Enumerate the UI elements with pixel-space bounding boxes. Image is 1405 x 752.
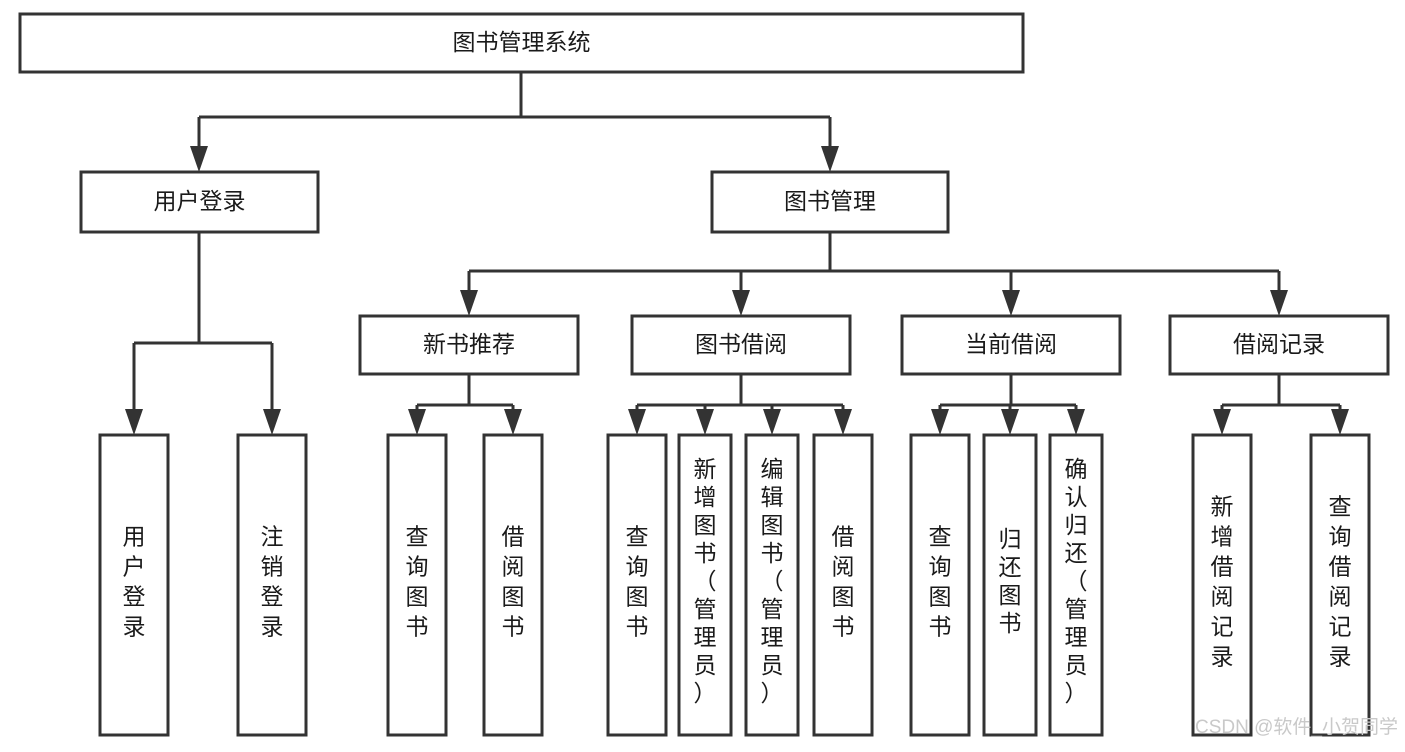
node-label: 查询图书 (406, 524, 429, 640)
arrow-head-icon (1213, 409, 1231, 435)
node-box[interactable] (900, 314, 1122, 376)
node-label: 用户登录 (154, 188, 246, 214)
node-leaf-query-book-current[interactable]: 查询图书 (909, 433, 971, 737)
node-book-borrow[interactable]: 图书借阅 (630, 314, 852, 376)
node-box[interactable] (909, 433, 971, 737)
node-label: 新增借阅记录 (1211, 494, 1234, 670)
node-label: 新书推荐 (423, 331, 515, 357)
node-leaf-user-login[interactable]: 用户登录 (98, 433, 170, 737)
node-leaf-borrow-book-recommend[interactable]: 借阅图书 (482, 433, 544, 737)
node-box[interactable] (630, 314, 852, 376)
node-label: 注销登录 (261, 524, 284, 640)
node-label: 用户登录 (123, 524, 146, 640)
node-box[interactable] (1048, 433, 1104, 737)
node-leaf-query-book-borrow[interactable]: 查询图书 (606, 433, 668, 737)
node-borrow-record[interactable]: 借阅记录 (1168, 314, 1390, 376)
node-label: 当前借阅 (965, 331, 1057, 357)
node-box[interactable] (1309, 433, 1371, 737)
connector-root-to-level2 (190, 72, 839, 172)
node-root[interactable]: 图书管理系统 (18, 12, 1025, 74)
node-leaf-return-book[interactable]: 归还图书 (982, 433, 1038, 737)
watermark-label: CSDN @软件_小贺同学 (1195, 716, 1398, 738)
node-leaf-add-borrow-record[interactable]: 新增借阅记录 (1191, 433, 1253, 737)
node-leaf-query-book-recommend[interactable]: 查询图书 (386, 433, 448, 737)
node-label: 借阅图书 (502, 524, 525, 640)
arrow-head-icon (408, 409, 426, 435)
arrow-head-icon (696, 409, 714, 435)
arrow-head-icon (190, 146, 208, 172)
node-box[interactable] (677, 433, 733, 737)
node-box[interactable] (358, 314, 580, 376)
arrow-head-icon (460, 290, 478, 316)
arrow-head-icon (504, 409, 522, 435)
arrow-head-icon (1067, 409, 1085, 435)
node-book-management[interactable]: 图书管理 (710, 170, 950, 234)
connector-user-login-to-leaves (125, 232, 281, 435)
node-leaf-logout-login[interactable]: 注销登录 (236, 433, 308, 737)
node-user-login[interactable]: 用户登录 (79, 170, 320, 234)
arrow-head-icon (1001, 409, 1019, 435)
connector-new-book-recommend-to-leaves (408, 374, 522, 435)
node-box[interactable] (812, 433, 874, 737)
node-leaf-add-book-admin[interactable]: 新增图书（管理员） (677, 433, 733, 737)
node-box[interactable] (79, 170, 320, 234)
arrow-head-icon (263, 409, 281, 435)
node-leaf-borrow-book[interactable]: 借阅图书 (812, 433, 874, 737)
connector-current-borrow-to-leaves (931, 374, 1085, 435)
node-label: 查询图书 (929, 524, 952, 640)
arrow-head-icon (763, 409, 781, 435)
node-label: 查询借阅记录 (1329, 494, 1352, 670)
node-label: 归还图书 (999, 526, 1022, 636)
arrow-head-icon (1270, 290, 1288, 316)
node-box[interactable] (744, 433, 800, 737)
connectors-layer (125, 72, 1349, 435)
nodes-layer: 图书管理系统用户登录图书管理新书推荐图书借阅当前借阅借阅记录用户登录注销登录查询… (18, 12, 1390, 737)
node-box[interactable] (982, 433, 1038, 737)
node-current-borrow[interactable]: 当前借阅 (900, 314, 1122, 376)
arrow-head-icon (125, 409, 143, 435)
node-box[interactable] (98, 433, 170, 737)
arrow-head-icon (1331, 409, 1349, 435)
arrow-head-icon (1002, 290, 1020, 316)
node-label: 借阅图书 (832, 524, 855, 640)
connector-borrow-record-to-leaves (1213, 374, 1349, 435)
node-label: 查询图书 (626, 524, 649, 640)
node-label: 图书管理 (784, 188, 876, 214)
connector-book-management-to-level3 (460, 232, 1288, 316)
arrow-head-icon (628, 409, 646, 435)
arrow-head-icon (821, 146, 839, 172)
node-label: 确认归还（管理员） (1065, 456, 1088, 706)
node-box[interactable] (482, 433, 544, 737)
arrow-head-icon (834, 409, 852, 435)
node-box[interactable] (236, 433, 308, 737)
node-box[interactable] (1168, 314, 1390, 376)
node-box[interactable] (710, 170, 950, 234)
node-label: 新增图书（管理员） (694, 456, 717, 706)
node-box[interactable] (1191, 433, 1253, 737)
node-label: 借阅记录 (1233, 331, 1325, 357)
arrow-head-icon (931, 409, 949, 435)
connector-book-borrow-to-leaves (628, 374, 852, 435)
node-box[interactable] (386, 433, 448, 737)
node-label: 图书管理系统 (453, 29, 591, 55)
node-leaf-confirm-return-admin[interactable]: 确认归还（管理员） (1048, 433, 1104, 737)
node-box[interactable] (18, 12, 1025, 74)
node-leaf-edit-book-admin[interactable]: 编辑图书（管理员） (744, 433, 800, 737)
node-label: 编辑图书（管理员） (761, 456, 784, 706)
node-new-book-recommend[interactable]: 新书推荐 (358, 314, 580, 376)
node-leaf-query-borrow-record[interactable]: 查询借阅记录 (1309, 433, 1371, 737)
arrow-head-icon (732, 290, 750, 316)
node-box[interactable] (606, 433, 668, 737)
node-label: 图书借阅 (695, 331, 787, 357)
